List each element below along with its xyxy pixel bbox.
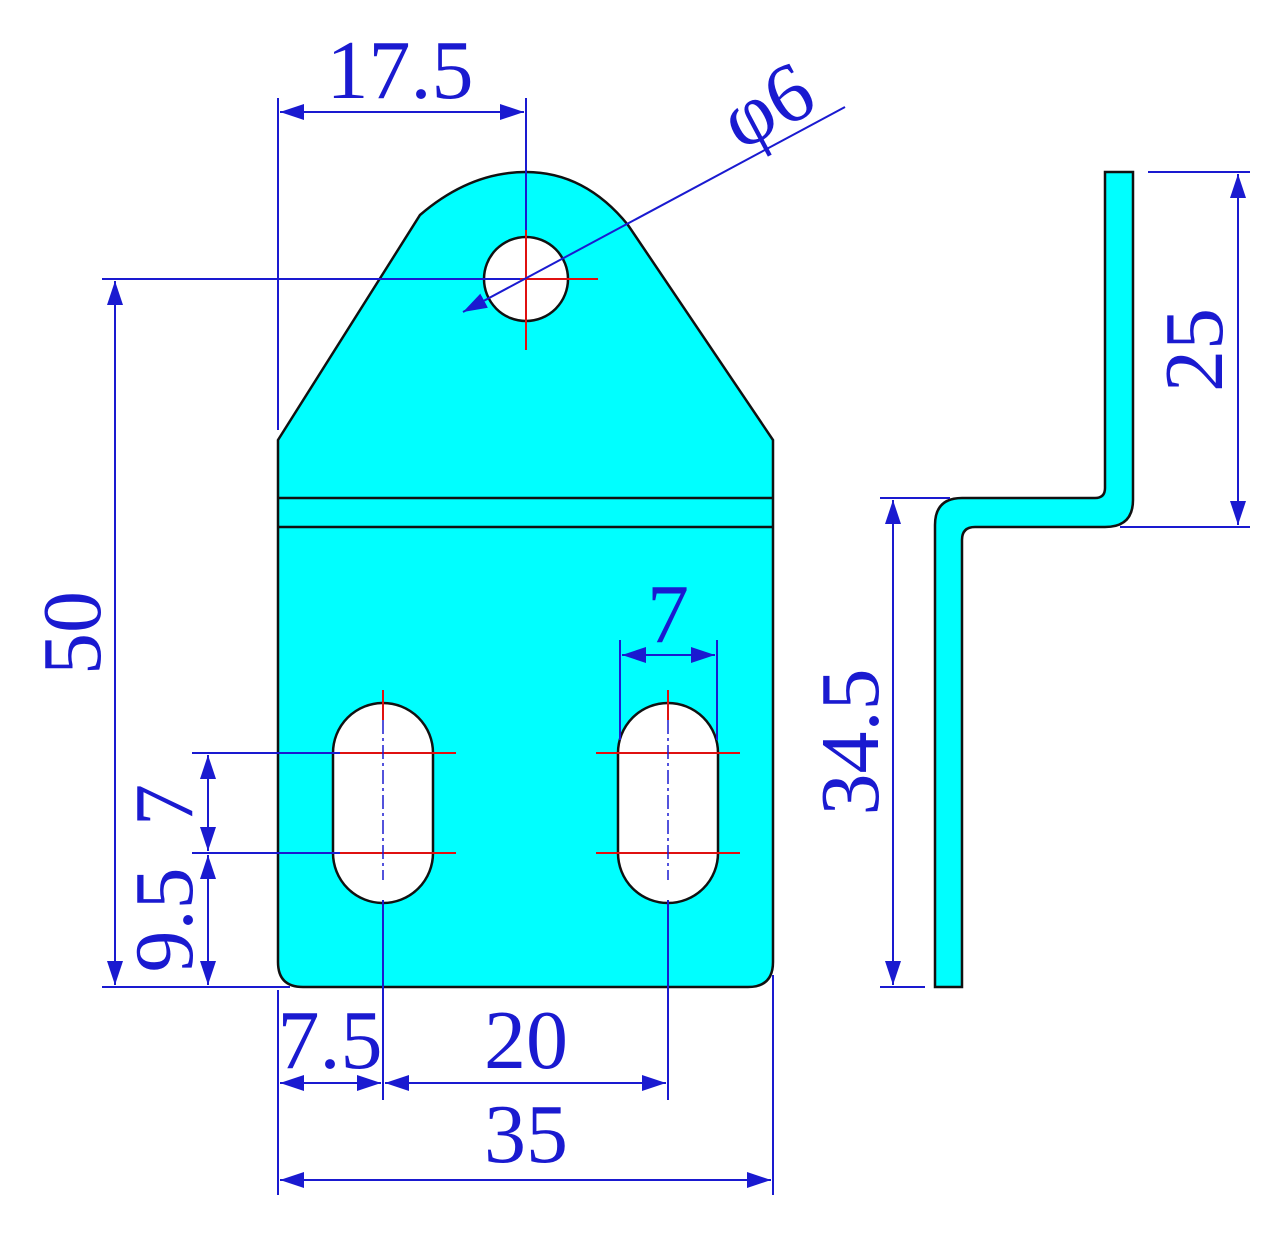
dim-slot-spacing: 20 bbox=[484, 994, 568, 1087]
dim-slot-length: 7 bbox=[118, 784, 211, 826]
dim-overall-height: 50 bbox=[26, 591, 119, 675]
dim-overall-width: 35 bbox=[484, 1088, 568, 1181]
dim-slot-bottom-offset: 9.5 bbox=[118, 868, 211, 973]
dim-slot-left-offset: 7.5 bbox=[278, 994, 383, 1087]
dimension-lines bbox=[102, 98, 1250, 1195]
bracket-side-view bbox=[933, 170, 1135, 989]
dim-hole-diameter: φ6 bbox=[705, 43, 829, 168]
dim-upper-leg-height: 25 bbox=[1148, 308, 1241, 392]
dim-lower-leg-height: 34.5 bbox=[804, 669, 897, 816]
dim-hole-offset: 17.5 bbox=[327, 24, 474, 117]
dim-slot-width: 7 bbox=[647, 568, 689, 661]
